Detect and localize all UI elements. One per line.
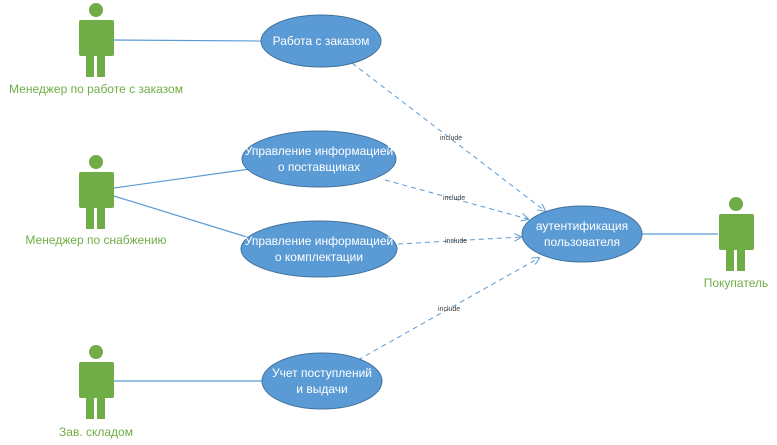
- use-case-order-work: Работа с заказом: [260, 14, 382, 68]
- svg-text:о поставщиках: о поставщиках: [278, 160, 360, 174]
- actor-buyer: Покупатель: [704, 197, 768, 290]
- svg-text:и выдачи: и выдачи: [296, 382, 347, 396]
- use-case-supplier-info: Управление информацией о поставщиках: [241, 130, 397, 188]
- actor-supply-manager: Менеджер по снабжению: [25, 155, 167, 247]
- svg-text:о комплектации: о комплектации: [275, 250, 363, 264]
- association-order-manager: [113, 39, 263, 42]
- svg-text:Управление информацией: Управление информацией: [245, 234, 393, 248]
- actor-icon: [719, 197, 754, 271]
- include-receipts: [357, 258, 539, 361]
- include-supplier-info: [384, 179, 528, 219]
- association-supply-manager-suppliers: [113, 168, 251, 189]
- svg-text:Работа с заказом: Работа с заказом: [273, 34, 370, 48]
- actor-icon: [79, 3, 114, 77]
- use-case-receipts: Учет поступлений и выдачи: [261, 352, 383, 410]
- include-label-kit-info: include: [445, 238, 467, 245]
- include-label-order-work: include: [440, 135, 462, 142]
- svg-text:пользователя: пользователя: [544, 235, 620, 249]
- actor-warehouse-head: Зав. складом: [59, 345, 133, 439]
- svg-text:Учет поступлений: Учет поступлений: [272, 366, 372, 380]
- use-case-auth: аутентификация пользователя: [521, 205, 643, 263]
- svg-text:Менеджер по работе с заказом: Менеджер по работе с заказом: [9, 82, 183, 96]
- svg-text:Зав. складом: Зав. складом: [59, 425, 133, 439]
- include-label-receipts: include: [438, 306, 460, 313]
- actor-order-manager: Менеджер по работе с заказом: [9, 3, 183, 96]
- svg-text:Покупатель: Покупатель: [704, 276, 768, 290]
- svg-text:Менеджер по снабжению: Менеджер по снабжению: [25, 233, 166, 247]
- svg-text:Управление информацией: Управление информацией: [245, 144, 393, 158]
- actor-icon: [79, 155, 114, 229]
- association-supply-manager-kits: [113, 195, 251, 239]
- include-label-supplier-info: include: [443, 195, 465, 202]
- include-kit-info: [397, 237, 521, 245]
- include-order-work: [351, 62, 545, 211]
- svg-text:аутентификация: аутентификация: [536, 219, 628, 233]
- use-case-kit-info: Управление информацией о комплектации: [240, 220, 398, 278]
- actor-icon: [79, 345, 114, 419]
